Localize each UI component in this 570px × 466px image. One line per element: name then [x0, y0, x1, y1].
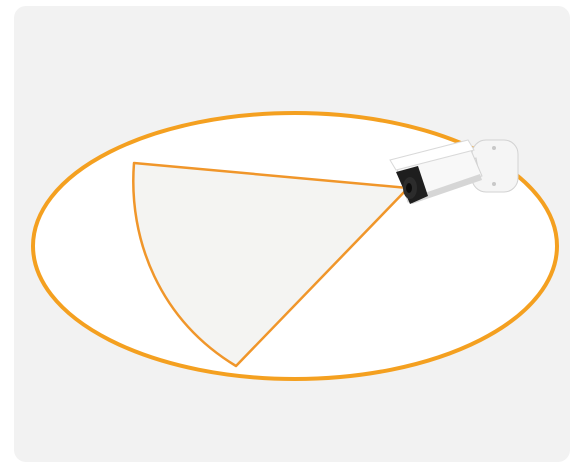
camera-coverage-diagram: [0, 0, 570, 466]
